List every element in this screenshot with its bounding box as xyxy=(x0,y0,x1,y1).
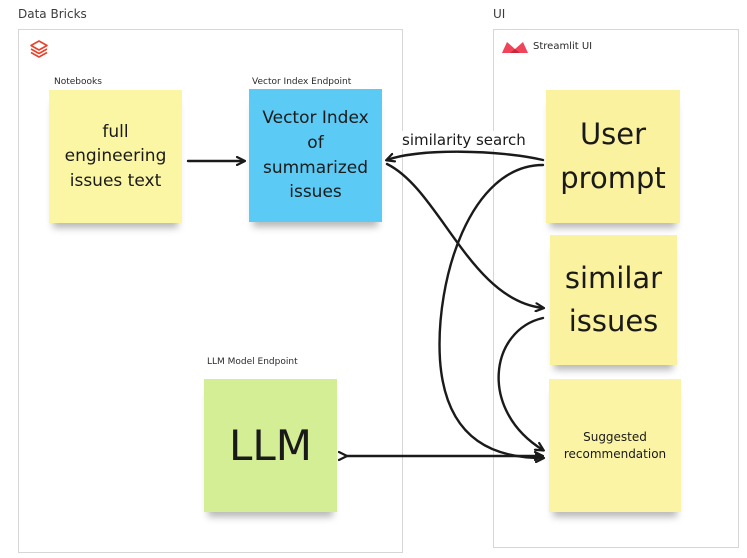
arrow-prompt-to-vector xyxy=(387,150,545,160)
databricks-logo-icon xyxy=(30,40,48,58)
similarity-search-label: similarity search xyxy=(400,131,528,149)
llm-note[interactable]: LLM xyxy=(204,379,337,512)
databricks-frame-title: Data Bricks xyxy=(18,7,87,21)
ui-frame-title: UI xyxy=(493,7,506,21)
user-prompt-note[interactable]: User prompt xyxy=(546,90,680,223)
full-text-note-text: full engineering issues text xyxy=(64,121,167,191)
vector-endpoint-label: Vector Index Endpoint xyxy=(252,77,352,87)
llm-note-text: LLM xyxy=(228,421,313,470)
suggested-note[interactable]: Suggested recommendation xyxy=(549,379,681,512)
similar-issues-note[interactable]: similar issues xyxy=(550,235,677,365)
full-text-note[interactable]: full engineering issues text xyxy=(49,90,182,223)
llm-endpoint-label: LLM Model Endpoint xyxy=(207,357,298,367)
arrow-prompt-to-suggested xyxy=(438,163,543,458)
notebooks-label: Notebooks xyxy=(54,77,102,87)
vector-index-note[interactable]: Vector Index of summarized issues xyxy=(249,89,382,222)
streamlit-logo-icon xyxy=(502,42,528,53)
streamlit-ui-label: Streamlit UI xyxy=(533,41,593,52)
vector-index-note-text: Vector Index of summarized issues xyxy=(262,108,369,203)
user-prompt-note-text: User prompt xyxy=(560,117,666,195)
arrow-similar-to-suggested xyxy=(497,316,543,450)
suggested-note-text: Suggested recommendation xyxy=(563,429,667,461)
similar-issues-note-text: similar issues xyxy=(564,260,663,339)
arrow-vector-to-similar xyxy=(385,162,543,308)
